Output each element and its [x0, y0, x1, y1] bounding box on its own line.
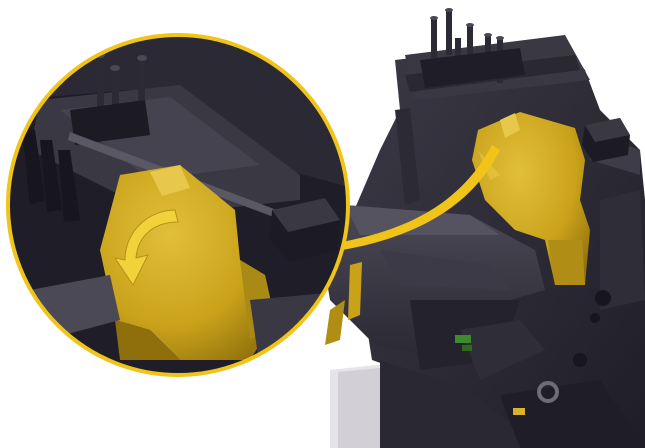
- front-tray: [320, 205, 645, 448]
- top-pins: [420, 8, 525, 88]
- rotate-arrow-icon: [113, 209, 179, 286]
- right-clip: [582, 118, 630, 162]
- zoom-callout: [6, 33, 350, 377]
- callout-pointer-icon: [330, 145, 500, 252]
